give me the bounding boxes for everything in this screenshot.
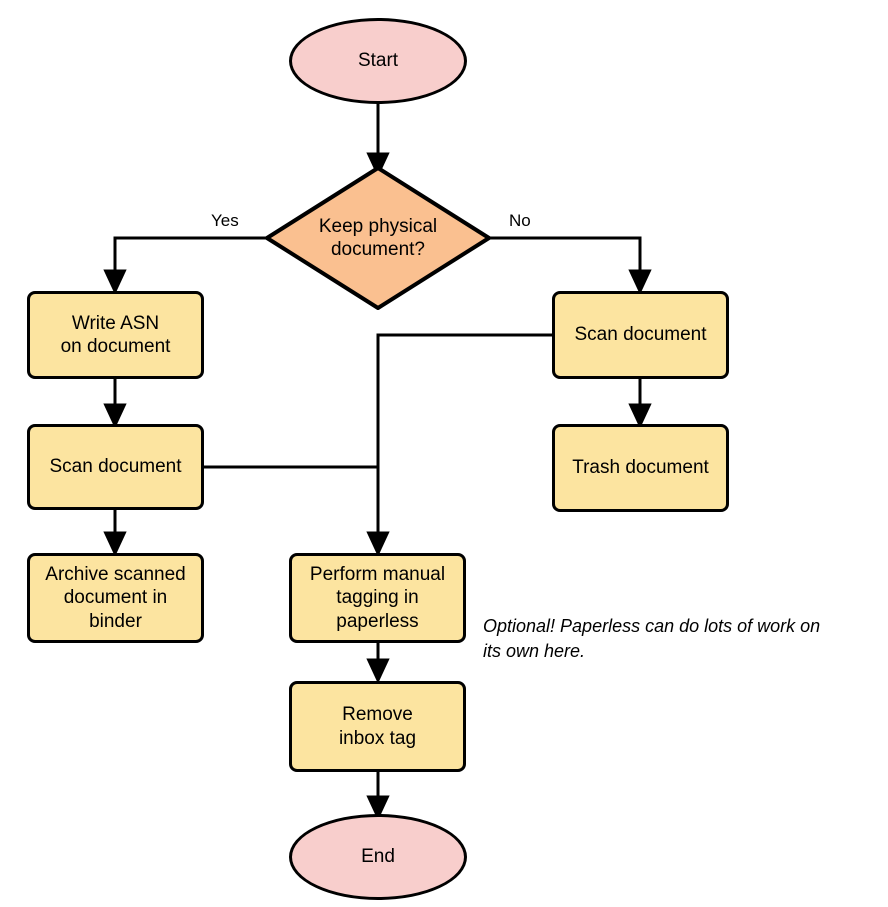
edge-scan-right-to-manual-tagging	[366, 333, 552, 557]
edge-label-yes: Yes	[211, 211, 239, 231]
edge-decision-no-to-scan-right	[489, 236, 652, 295]
node-end[interactable]: End	[289, 814, 467, 900]
node-trash-document[interactable]: Trash document	[552, 424, 729, 512]
node-remove-inbox-line2: inbox tag	[338, 727, 417, 749]
node-archive-line2: document in	[63, 587, 168, 609]
node-archive-line1: Archive scanned	[45, 564, 186, 586]
annotation-optional-note-text: Optional! Paperless can do lots of work …	[483, 616, 821, 661]
node-scan-document-right[interactable]: Scan document	[552, 291, 729, 379]
node-perform-manual-tagging[interactable]: Perform manual tagging in paperless	[289, 553, 466, 643]
decision-label: Keep physical document?	[278, 206, 478, 270]
node-scan-document-left[interactable]: Scan document	[27, 424, 204, 510]
node-trash-document-label: Trash document	[572, 457, 709, 479]
node-start[interactable]: Start	[289, 18, 467, 104]
node-manual-tag-line3: paperless	[336, 610, 419, 632]
node-scan-document-right-label: Scan document	[574, 324, 707, 346]
edge-decision-yes-to-write-asn	[103, 236, 268, 295]
decision-label-line2: document?	[330, 239, 425, 260]
node-remove-inbox-line1: Remove	[342, 704, 413, 726]
edge-label-no: No	[509, 211, 531, 231]
node-write-asn-line1: Write ASN	[71, 312, 160, 334]
node-archive-line3: binder	[89, 610, 142, 632]
node-end-label: End	[361, 846, 395, 868]
decision-keep-physical-document[interactable]	[265, 166, 491, 310]
edge-label-no-text: No	[509, 211, 531, 230]
edge-label-yes-text: Yes	[211, 211, 239, 230]
node-start-label: Start	[357, 50, 399, 72]
node-write-asn-line2: on document	[60, 336, 171, 357]
decision-label-line1: Keep physical	[318, 215, 438, 237]
node-manual-tag-line2: tagging in	[336, 587, 419, 609]
node-archive-scanned-document[interactable]: Archive scanned document in binder	[27, 553, 204, 643]
node-manual-tag-line1: Perform manual	[309, 564, 446, 586]
node-write-asn-on-document[interactable]: Write ASN on document	[27, 291, 204, 379]
node-scan-document-left-label: Scan document	[49, 456, 182, 478]
node-remove-inbox-tag[interactable]: Remove inbox tag	[289, 681, 466, 772]
annotation-optional-note: Optional! Paperless can do lots of work …	[483, 590, 883, 663]
